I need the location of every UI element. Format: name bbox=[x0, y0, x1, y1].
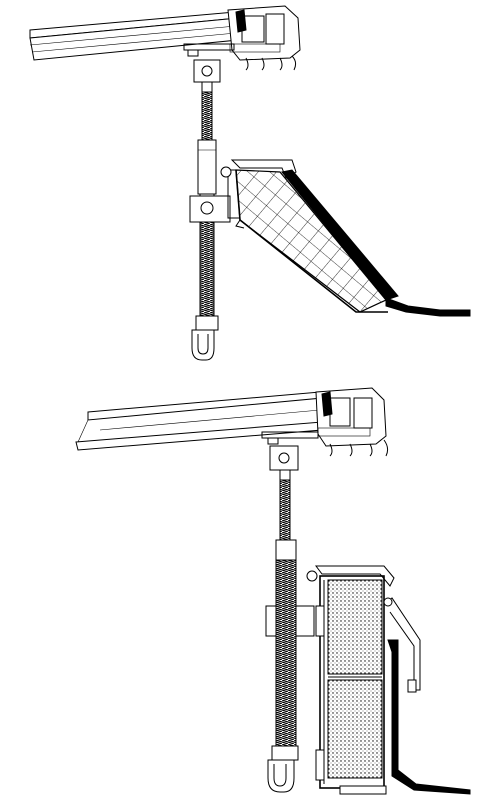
lower-detail bbox=[75, 387, 471, 795]
upper-sloped-upstand bbox=[220, 159, 471, 317]
lower-cap-profile bbox=[261, 387, 389, 457]
upper-detail bbox=[29, 5, 471, 361]
lower-spring-strut bbox=[265, 445, 315, 793]
upper-glazing-sheet bbox=[29, 11, 239, 61]
upper-spring-strut bbox=[189, 59, 231, 361]
lower-vertical-upstand bbox=[306, 565, 471, 795]
upper-cap-profile bbox=[183, 5, 301, 71]
lower-glazing-sheet bbox=[75, 391, 323, 451]
